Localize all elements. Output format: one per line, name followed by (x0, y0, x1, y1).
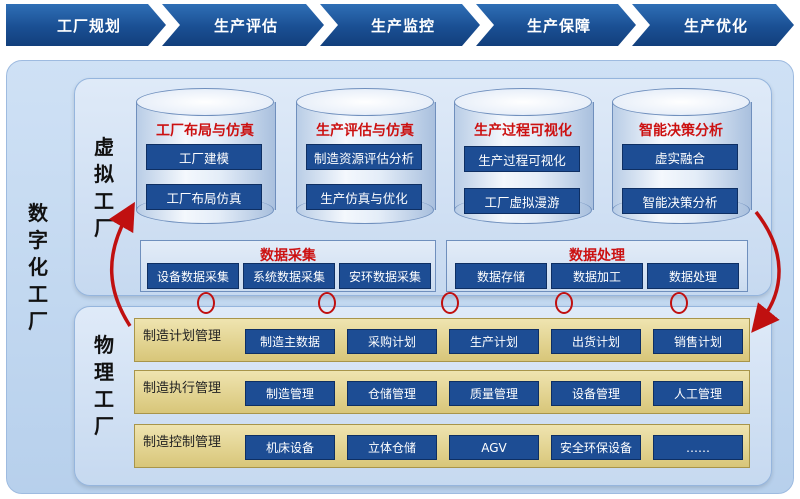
data-collection-group: 数据采集 设备数据采集 系统数据采集 安环数据采集 (140, 240, 436, 292)
data-storage-button[interactable]: 数据存储 (455, 263, 547, 289)
step-label: 工厂规划 (56, 16, 121, 35)
manufacturing-control-row: 制造控制管理 机床设备 立体仓储 AGV 安全环保设备 …… (134, 424, 750, 468)
step-label: 生产保障 (526, 16, 591, 35)
safety-data-button[interactable]: 安环数据采集 (339, 263, 431, 289)
resource-assessment-button[interactable]: 制造资源评估分析 (306, 144, 422, 170)
cylinder-title: 工厂布局与仿真 (156, 123, 254, 139)
equipment-management-button[interactable]: 设备管理 (551, 381, 641, 406)
manufacturing-execution-row: 制造执行管理 制造管理 仓储管理 质量管理 设备管理 人工管理 (134, 370, 750, 414)
shipment-plan-button[interactable]: 出货计划 (551, 329, 641, 354)
connector-ring (318, 292, 336, 314)
production-plan-button[interactable]: 生产计划 (449, 329, 539, 354)
data-processing-group: 数据处理 数据存储 数据加工 数据处理 (446, 240, 748, 292)
data-processing-title: 数据处理 (569, 248, 625, 264)
step-factory-planning: 工厂规划 (6, 4, 166, 46)
cylinder-decision-analysis: 智能决策分析 虚实融合 智能决策分析 (612, 88, 752, 224)
safety-equipment-button[interactable]: 安全环保设备 (551, 435, 641, 460)
more-button[interactable]: …… (653, 435, 743, 460)
data-processing-button[interactable]: 数据加工 (551, 263, 643, 289)
step-production-support: 生产保障 (476, 4, 636, 46)
cylinder-assessment-simulation: 生产评估与仿真 制造资源评估分析 生产仿真与优化 (296, 88, 436, 224)
cylinder-title: 智能决策分析 (639, 123, 723, 139)
master-data-button[interactable]: 制造主数据 (245, 329, 335, 354)
step-production-assessment: 生产评估 (162, 4, 324, 46)
row-title: 制造执行管理 (143, 381, 222, 396)
cylinder-title: 生产过程可视化 (474, 123, 572, 139)
manufacturing-plan-row: 制造计划管理 制造主数据 采购计划 生产计划 出货计划 销售计划 (134, 318, 750, 362)
cylinder-layout-simulation: 工厂布局与仿真 工厂建模 工厂布局仿真 (136, 88, 276, 224)
row-title: 制造控制管理 (143, 435, 222, 450)
physical-factory-label: 物理工厂 (94, 333, 114, 438)
warehouse-management-button[interactable]: 仓储管理 (347, 381, 437, 406)
automated-warehouse-button[interactable]: 立体仓储 (347, 435, 437, 460)
labor-management-button[interactable]: 人工管理 (653, 381, 743, 406)
sales-plan-button[interactable]: 销售计划 (653, 329, 743, 354)
manufacturing-management-button[interactable]: 制造管理 (245, 381, 335, 406)
data-collection-title: 数据采集 (260, 248, 316, 264)
connector-ring (441, 292, 459, 314)
quality-management-button[interactable]: 质量管理 (449, 381, 539, 406)
production-simulation-button[interactable]: 生产仿真与优化 (306, 184, 422, 210)
layout-simulation-button[interactable]: 工厂布局仿真 (146, 184, 262, 210)
agv-button[interactable]: AGV (449, 435, 539, 460)
up-arrow-left (108, 201, 135, 327)
down-arrow-right (751, 210, 781, 333)
process-visualization-button[interactable]: 生产过程可视化 (464, 146, 580, 172)
system-data-button[interactable]: 系统数据采集 (243, 263, 335, 289)
equipment-data-button[interactable]: 设备数据采集 (147, 263, 239, 289)
connector-ring (670, 292, 688, 314)
cylinder-process-visualization: 生产过程可视化 生产过程可视化 工厂虚拟漫游 (454, 88, 594, 224)
step-production-optimization: 生产优化 (632, 4, 794, 46)
row-title: 制造计划管理 (143, 329, 222, 344)
step-production-monitoring: 生产监控 (320, 4, 480, 46)
virtual-real-fusion-button[interactable]: 虚实融合 (622, 144, 738, 170)
data-handling-button[interactable]: 数据处理 (647, 263, 739, 289)
virtual-roaming-button[interactable]: 工厂虚拟漫游 (464, 188, 580, 214)
decision-analysis-button[interactable]: 智能决策分析 (622, 188, 738, 214)
step-label: 生产评估 (213, 16, 278, 35)
machine-equipment-button[interactable]: 机床设备 (245, 435, 335, 460)
purchase-plan-button[interactable]: 采购计划 (347, 329, 437, 354)
connector-ring (197, 292, 215, 314)
connector-ring (555, 292, 573, 314)
cylinder-title: 生产评估与仿真 (316, 123, 414, 139)
factory-modeling-button[interactable]: 工厂建模 (146, 144, 262, 170)
step-label: 生产监控 (370, 16, 435, 35)
step-label: 生产优化 (683, 16, 748, 35)
digital-factory-label: 数字化工厂 (28, 201, 48, 333)
